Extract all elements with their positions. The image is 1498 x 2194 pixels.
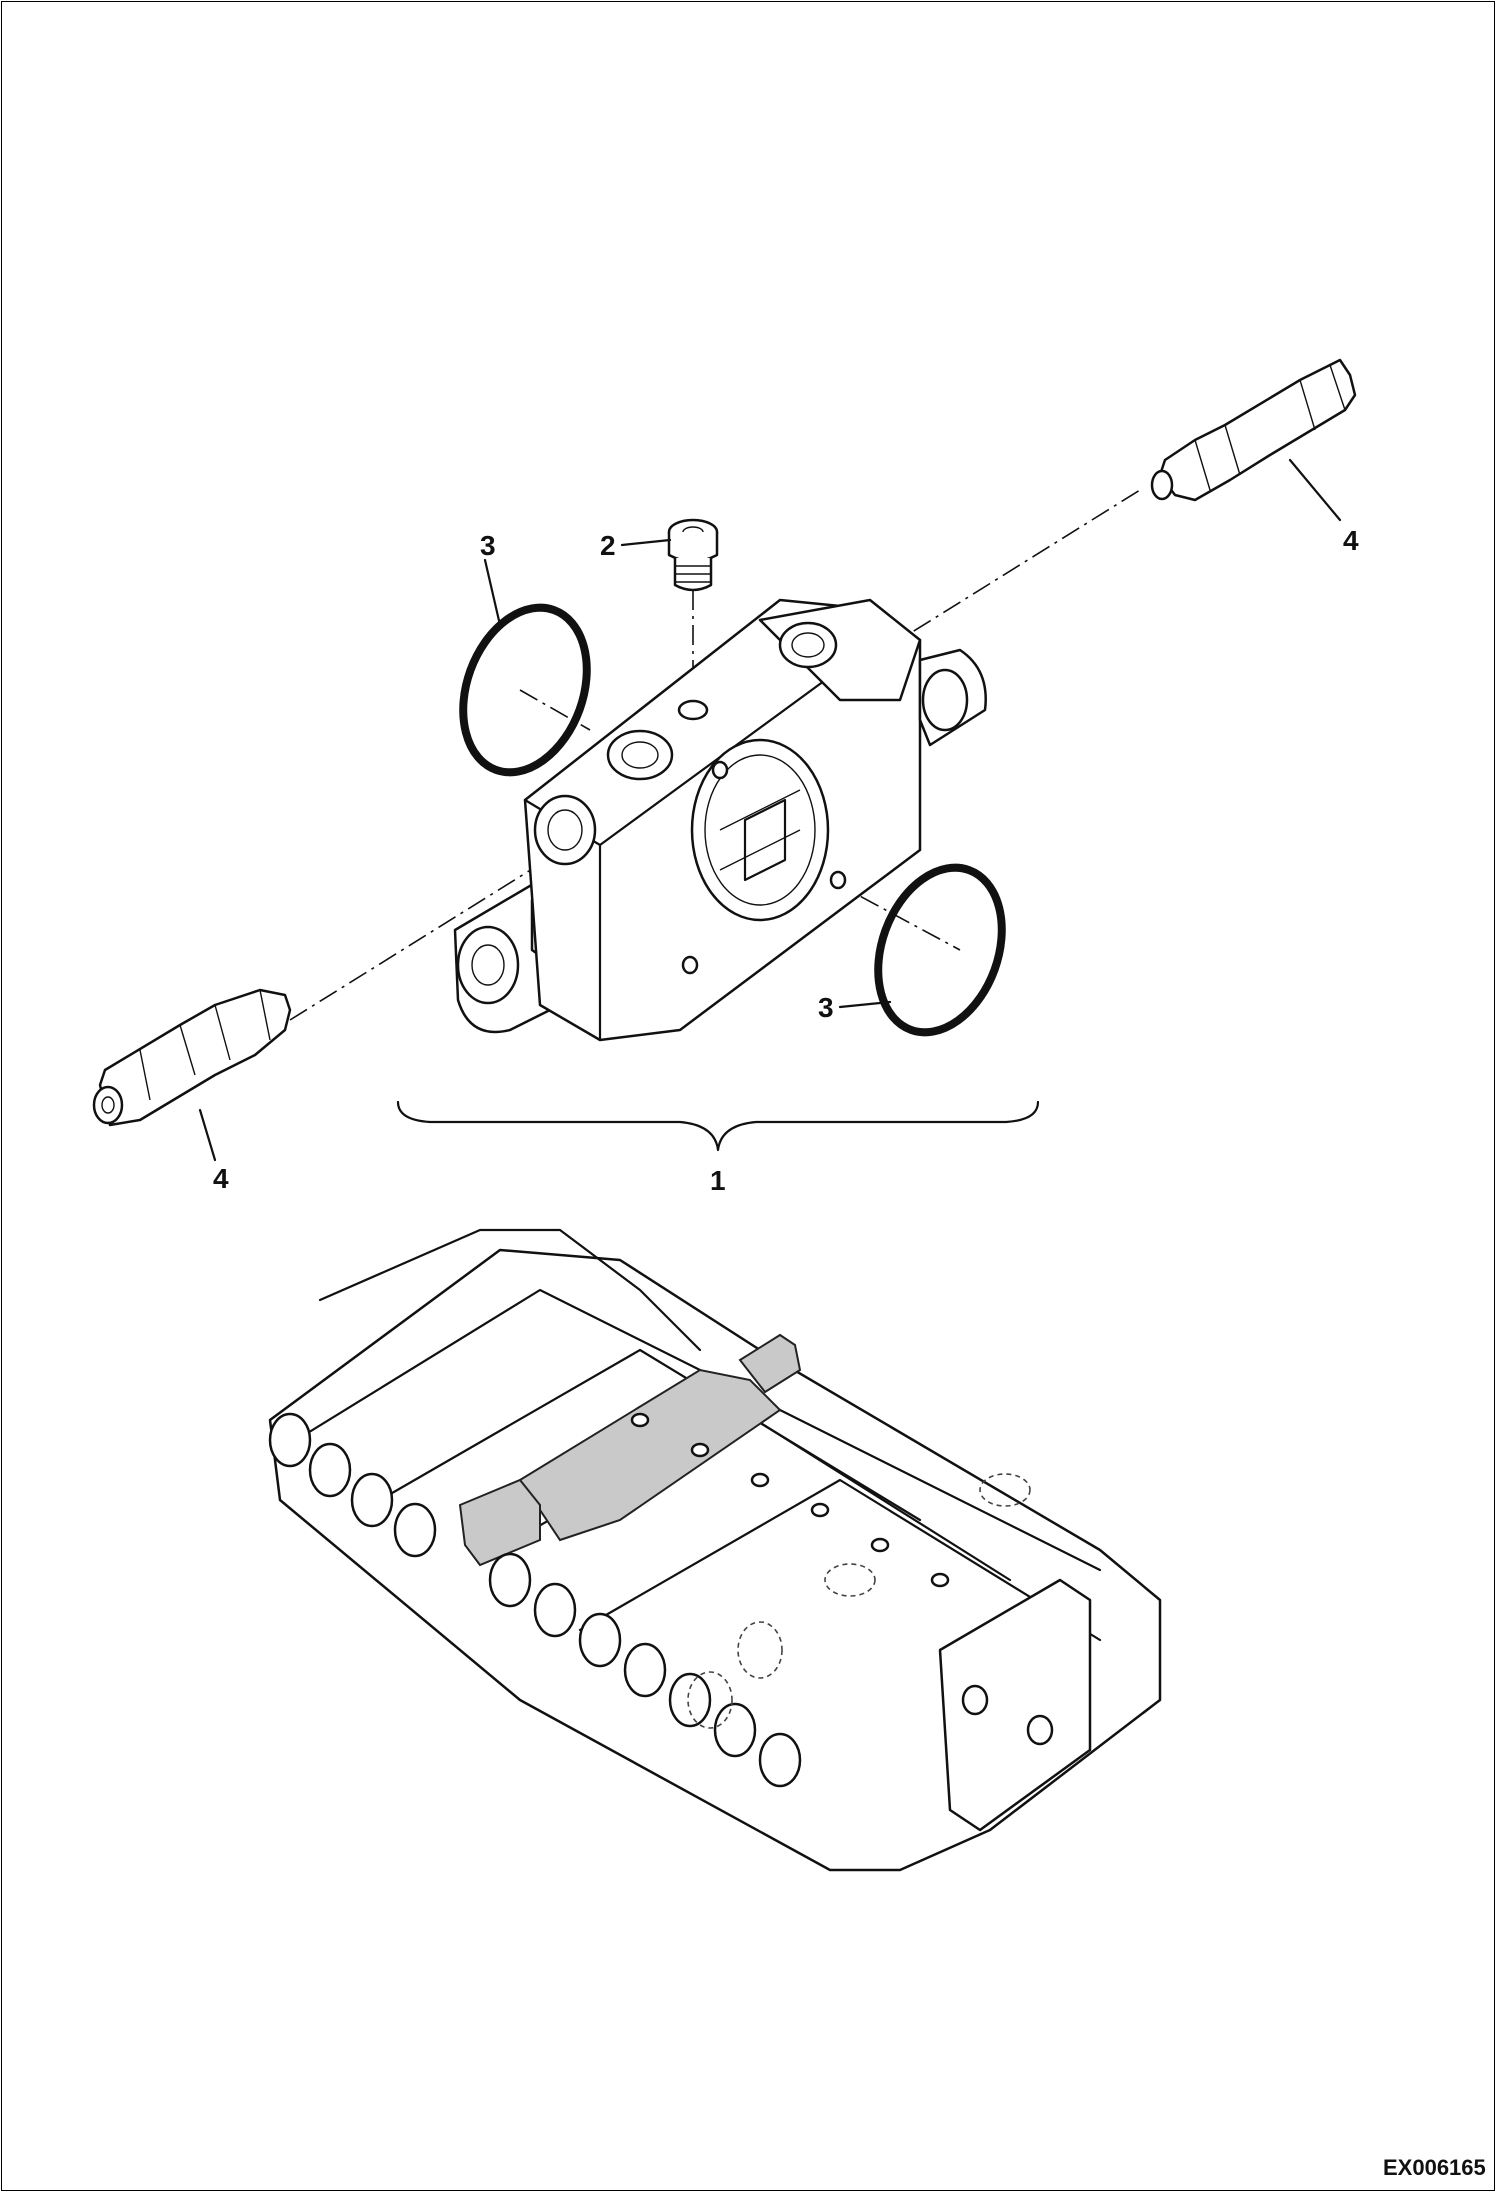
callout-4-left: 4 [213,1163,229,1194]
callout-4-right: 4 [1343,525,1359,556]
plug-screw [667,518,719,592]
callout-3-upper: 3 [480,530,496,561]
callout-2: 2 [600,530,616,561]
relief-valve-cartridge-right [1150,358,1357,502]
o-ring-upper [459,603,591,777]
control-valve-assembly [268,1228,1162,1872]
callout-3-lower: 3 [818,992,834,1023]
callout-1: 1 [710,1165,726,1196]
assembly-brace [396,1100,1040,1152]
drawing-code: EX006165 [1383,2155,1486,2180]
relief-valve-cartridge-left [92,988,292,1127]
o-ring-lower [874,863,1006,1037]
leader-lines [198,458,1342,1162]
valve-section-body [453,598,987,1042]
